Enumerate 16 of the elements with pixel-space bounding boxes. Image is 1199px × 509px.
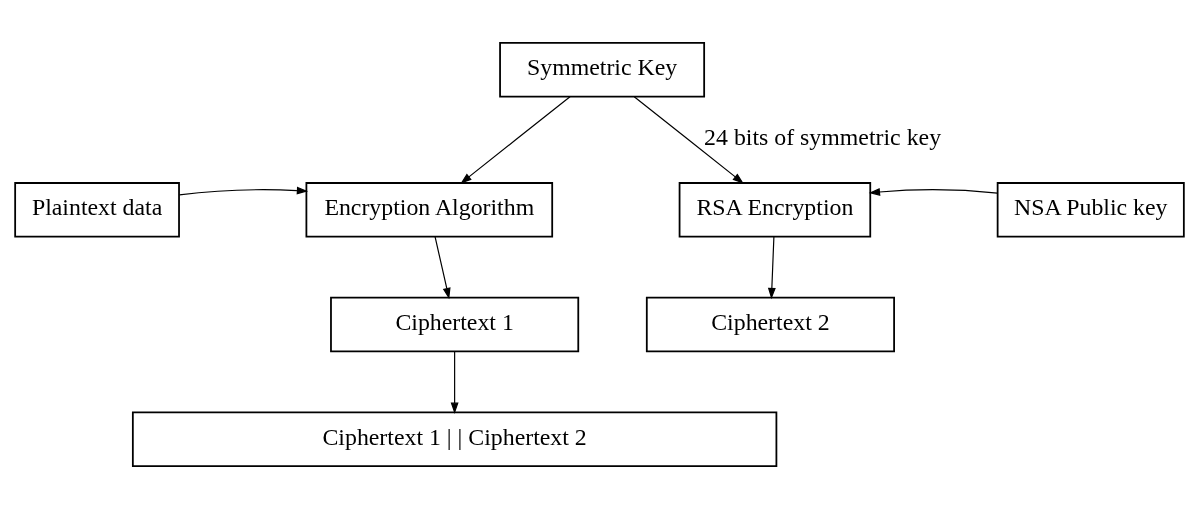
arrow (450, 350, 459, 414)
node-box: Ciphertext 1 | | Ciphertext 2 (131, 411, 778, 467)
node-box: Symmetric Key (499, 42, 706, 98)
arrow (767, 236, 776, 300)
arrow (434, 236, 451, 300)
edge-label: 24 bits of symmetric key (704, 124, 942, 151)
node-box: NSA Public key (996, 182, 1185, 238)
node-box: Ciphertext 1 (330, 296, 580, 353)
node-box: Plaintext data (14, 182, 180, 238)
arrow (460, 96, 571, 184)
node-box: RSA Encryption (678, 182, 872, 238)
arrow (178, 186, 309, 196)
node-box: Encryption Algorithm (305, 182, 554, 238)
arrow (868, 188, 998, 196)
node-box: Ciphertext 2 (645, 296, 895, 353)
arrow (633, 96, 744, 184)
